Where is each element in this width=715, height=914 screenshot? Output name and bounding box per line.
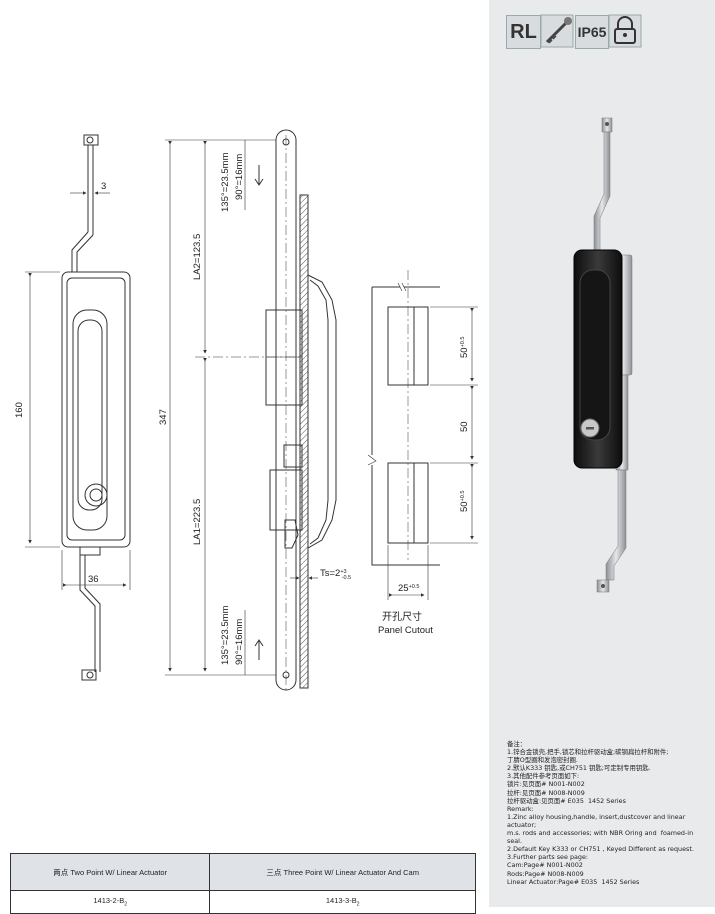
remark-line: m.s. rods and accessories; with NBR Orin…	[507, 829, 696, 846]
dim-la1: LA1=223.5	[192, 499, 203, 545]
cutout-title-cn: 开孔尺寸	[382, 610, 422, 623]
dim-rod-width: 3	[101, 181, 106, 192]
remark-line: 1.Zinc alloy housing,handle, insert,dust…	[507, 812, 688, 829]
dim-cut-50-bot: 50+0.5	[459, 491, 470, 512]
remark-line: 拉杆:见页面# N008-N009	[507, 788, 585, 797]
remark-line: 3.其他配件参考页面如下:	[507, 772, 580, 781]
remark-line: Rods:Page# N008-N009	[507, 869, 584, 878]
remarks: 备注： 1.锌合金锁壳,把手,锁芯和拉杆驱动盒;碳钢扁拉杆和附件; 丁腈O型圈和…	[507, 740, 707, 886]
remark-line: 1.锌合金锁壳,把手,锁芯和拉杆驱动盒;碳钢扁拉杆和附件;	[507, 748, 669, 757]
dim-angle-top-135: 135°=23.5mm	[220, 152, 231, 212]
table-cell-two-point: 1413-2-B2	[9, 890, 211, 914]
ip65-badge: IP65	[575, 15, 609, 49]
side-view	[165, 129, 337, 691]
remark-line: Remark:	[507, 804, 534, 813]
dim-cut-25: 25+0.5	[398, 583, 419, 594]
part-number-table: 两点 Two Point W/ Linear Actuator 三点 Three…	[9, 853, 476, 914]
key-icon	[540, 14, 574, 48]
dim-cut-50-top: 50+0.5	[459, 337, 470, 358]
dim-width-36: 36	[88, 574, 99, 585]
remark-line: Cam:Page# N001-N002	[507, 861, 583, 870]
table-header-three-point: 三点 Three Point W/ Linear Actuator And Ca…	[209, 853, 476, 891]
dim-angle-bot-90: 90°=16mm	[234, 619, 245, 665]
rl-badge: RL	[506, 15, 541, 49]
dim-ts: Ts=2+3-0.5	[320, 568, 351, 581]
dim-overall-347: 347	[158, 409, 169, 425]
cutout-title-en: Panel Cutout	[378, 625, 433, 636]
remark-line: Linear Actuator:Page# E035 1452 Series	[507, 877, 640, 886]
table-cell-three-point: 1413-3-B2	[209, 890, 476, 914]
remark-line: 备注：	[507, 740, 527, 748]
lock-icon	[608, 14, 642, 48]
panel-cutout	[367, 270, 478, 600]
remark-line: 2.默认K333 钥匙,或CH751 钥匙;可定制专用钥匙.	[507, 764, 651, 773]
remark-line: 丁腈O型圈和发泡密封圈.	[507, 756, 578, 765]
front-view	[25, 134, 131, 681]
dim-angle-top-90: 90°=16mm	[234, 154, 245, 200]
remark-line: 锁片:见页面# N001-N002	[507, 780, 585, 789]
table-header-two-point: 两点 Two Point W/ Linear Actuator	[9, 853, 211, 891]
remark-line: 2.Default Key K333 or CH751 , Keyed Diff…	[507, 845, 694, 854]
remark-line: 拉杆驱动盒:见页面# E035 1452 Series	[507, 796, 626, 805]
product-photo	[489, 0, 715, 907]
dim-la2: LA2=123.5	[192, 234, 203, 280]
dim-height-160: 160	[14, 402, 25, 418]
dim-angle-bot-135: 135°=23.5mm	[220, 605, 231, 665]
dim-cut-50-mid: 50	[459, 421, 470, 432]
remark-line: 3.Further parts see page:	[507, 853, 589, 862]
